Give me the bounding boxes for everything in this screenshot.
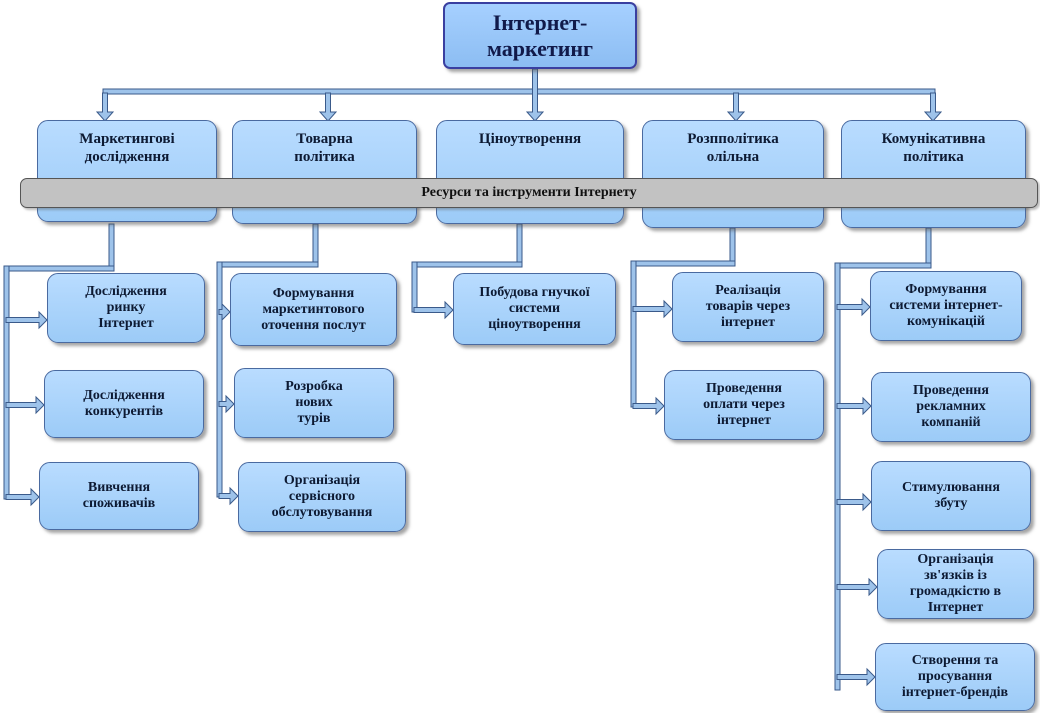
- category-pricing: Ціноутворення: [436, 120, 624, 224]
- item-market-research: Дослідження ринку Інтернет: [47, 273, 205, 343]
- item-arrow: [632, 396, 665, 416]
- category-label: Ціноутворення: [478, 131, 582, 147]
- column-3-stem: [729, 227, 736, 262]
- item-consumer-study: Вивчення споживачів: [39, 462, 199, 530]
- item-label: Формування маркетинтового оточення послу…: [261, 285, 366, 333]
- column-2-elbow: [411, 261, 523, 268]
- column-0-stem: [108, 223, 115, 267]
- root-node-label: Інтернет- маркетинг: [486, 9, 594, 61]
- item-marketing-environment: Формування маркетинтового оточення послу…: [230, 273, 397, 346]
- column-2-stem: [516, 223, 523, 263]
- category-label: Розпполітика олільна: [687, 131, 779, 165]
- column-4-stem: [925, 227, 932, 264]
- item-label: Дослідження ринку Інтернет: [85, 284, 167, 331]
- item-internet-communications: Формування системи інтернет- комунікацій: [870, 271, 1022, 341]
- item-label: Стимулювання збуту: [902, 480, 1000, 511]
- item-service-organization: Організація сервісного обслутовування: [238, 462, 406, 532]
- root-node-internet-marketing: Інтернет- маркетинг: [443, 2, 637, 69]
- resources-bar-label: Ресурси та інструменти Інтернету: [421, 185, 637, 200]
- item-label: Формування системи інтернет- комунікацій: [889, 282, 1003, 329]
- item-label: Створення та просування інтернет-брендів: [901, 653, 1009, 700]
- item-arrow: [218, 394, 235, 414]
- item-online-sales: Реалізація товарів через інтернет: [672, 272, 824, 342]
- item-label: Організація сервісного обслутовування: [271, 473, 373, 520]
- column-4-rail: [834, 262, 841, 691]
- item-arrow: [218, 486, 239, 506]
- item-label: Побудова гнучкої системи ціноутворення: [479, 285, 590, 332]
- column-2-rail: [411, 261, 418, 313]
- category-label: Товарна політика: [294, 131, 355, 165]
- item-new-tours: Розробка нових турів: [234, 368, 394, 438]
- item-arrow: [836, 396, 872, 416]
- column-0-rail: [3, 265, 10, 500]
- column-3-rail: [630, 260, 637, 408]
- column-3-elbow: [630, 260, 736, 267]
- category-arrow: [923, 92, 943, 122]
- item-arrow: [5, 310, 48, 330]
- root-down-arrow: [525, 68, 545, 122]
- item-online-payment: Проведення оплати через інтернет: [664, 370, 824, 440]
- category-arrow: [318, 92, 338, 122]
- item-internet-brands: Створення та просування інтернет-брендів: [875, 643, 1035, 711]
- item-label: Розробка нових турів: [285, 379, 343, 426]
- item-arrow: [836, 577, 878, 597]
- item-advertising-campaigns: Проведення рекламних компаній: [871, 372, 1031, 442]
- column-1-stem: [312, 223, 319, 263]
- item-label: Дослідження конкурентів: [83, 388, 165, 419]
- item-arrow: [836, 667, 876, 687]
- item-label: Вивчення споживачів: [82, 480, 156, 511]
- category-arrow: [95, 92, 115, 122]
- item-label: Організація зв'язків із громадкістю в Ін…: [909, 552, 1002, 615]
- category-arrow: [726, 92, 746, 122]
- category-label: Маркетингові дослідження: [79, 131, 175, 165]
- item-sales-promotion: Стимулювання збуту: [871, 461, 1031, 531]
- item-arrow: [218, 302, 231, 322]
- column-1-elbow: [216, 261, 319, 268]
- item-arrow: [5, 487, 40, 507]
- item-competitor-research: Дослідження конкурентів: [44, 370, 204, 438]
- item-label: Проведення рекламних компаній: [913, 383, 989, 430]
- top-distribution-bar: [102, 88, 936, 95]
- category-communication-policy: Комунікативна політика: [841, 120, 1026, 228]
- item-arrow: [836, 297, 871, 317]
- item-arrow: [5, 395, 45, 415]
- item-arrow: [632, 299, 673, 319]
- item-label: Проведення оплати через інтернет: [703, 381, 785, 428]
- item-label: Реалізація товарів через інтернет: [705, 283, 791, 330]
- category-label: Комунікативна політика: [881, 131, 986, 165]
- column-4-elbow: [834, 262, 932, 269]
- column-0-elbow: [3, 265, 115, 272]
- item-public-relations: Організація зв'язків із громадкістю в Ін…: [877, 549, 1034, 619]
- resources-bar: Ресурси та інструменти Інтернету: [20, 178, 1038, 208]
- item-arrow: [413, 300, 454, 320]
- category-distribution-policy: Розпполітика олільна: [642, 120, 824, 228]
- column-1-rail: [216, 261, 223, 498]
- item-flexible-pricing: Побудова гнучкої системи ціноутворення: [453, 273, 616, 345]
- category-product-policy: Товарна політика: [232, 120, 417, 224]
- item-arrow: [836, 492, 872, 512]
